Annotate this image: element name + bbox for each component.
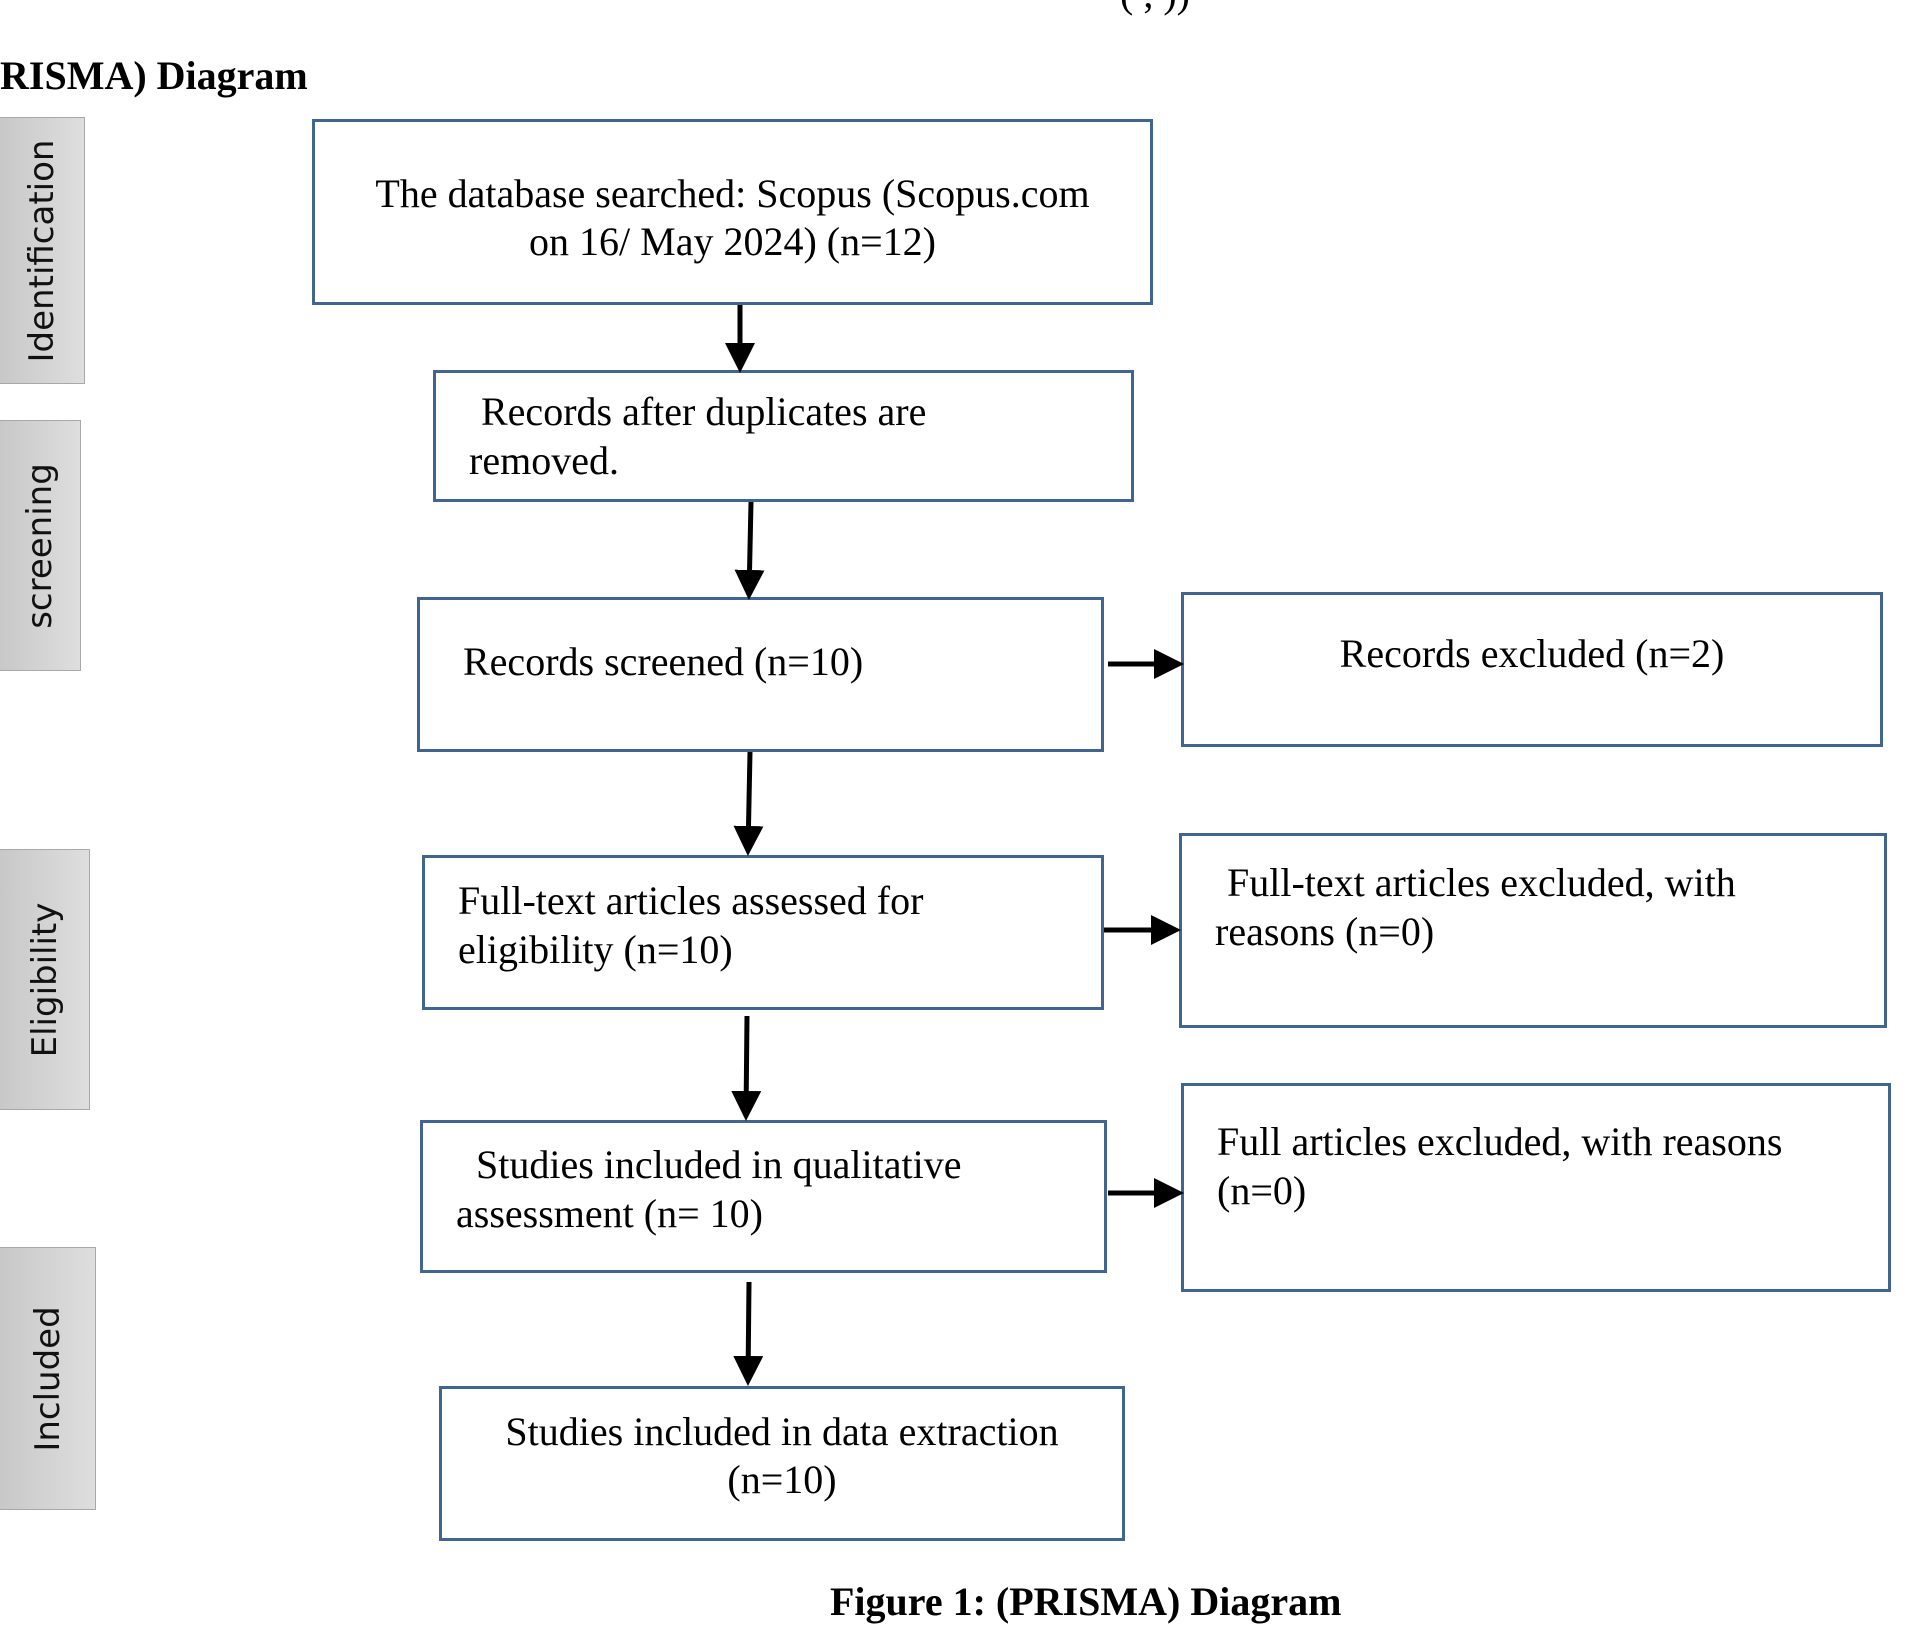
- box-fulltext-excluded-line1: Full-text articles excluded, with: [1227, 860, 1736, 905]
- box-records-after-duplicates: Records after duplicates are removed.: [433, 370, 1134, 502]
- phase-eligibility: Eligibility: [0, 849, 90, 1110]
- box-fulltext-assessed-line1: Full-text articles assessed for: [458, 878, 924, 923]
- box-data-extraction-line1: Studies included in data extraction: [505, 1409, 1059, 1454]
- phase-included: Included: [0, 1247, 96, 1510]
- box-qualitative-assessment-line1: Studies included in qualitative: [476, 1142, 962, 1187]
- diagram-heading: RISMA) Diagram: [0, 53, 308, 98]
- box-fulltext-excluded-line2: reasons (n=0): [1215, 909, 1435, 954]
- box-records-excluded: Records excluded (n=2): [1181, 592, 1883, 747]
- box-records-excluded-text: Records excluded (n=2): [1339, 631, 1725, 676]
- box-fulltext-assessed: Full-text articles assessed for eligibil…: [422, 855, 1104, 1010]
- box-records-screened-text: Records screened (n=10): [463, 639, 864, 684]
- box-database-searched-line1: The database searched: Scopus (Scopus.co…: [375, 171, 1090, 216]
- box-records-after-duplicates-line1: Records after duplicates are: [481, 389, 927, 434]
- box-full-articles-excluded-line1: Full articles excluded, with reasons: [1217, 1119, 1783, 1164]
- box-full-articles-excluded-line2: (n=0): [1217, 1168, 1307, 1213]
- box-data-extraction-line2: (n=10): [727, 1457, 837, 1502]
- box-fulltext-assessed-line2: eligibility (n=10): [458, 927, 733, 972]
- box-qualitative-assessment-line2: assessment (n= 10): [456, 1191, 763, 1236]
- box-records-screened: Records screened (n=10): [417, 597, 1104, 752]
- box-full-articles-excluded: Full articles excluded, with reasons (n=…: [1181, 1083, 1891, 1292]
- arrow-duplicates-to-screened: [734, 501, 765, 600]
- box-database-searched: The database searched: Scopus (Scopus.co…: [312, 119, 1153, 305]
- clipped-top-text: ( , )): [1120, 0, 1190, 17]
- box-qualitative-assessment: Studies included in qualitative assessme…: [420, 1120, 1107, 1273]
- phase-identification: Identification: [0, 117, 85, 384]
- box-data-extraction: Studies included in data extraction (n=1…: [439, 1386, 1125, 1541]
- phase-screening: screening: [0, 420, 81, 671]
- arrow-qualitative-to-extraction: [733, 1281, 764, 1386]
- box-records-after-duplicates-line2: removed.: [469, 438, 619, 483]
- arrow-screened-to-fulltext: [733, 751, 764, 856]
- figure-caption: Figure 1: (PRISMA) Diagram: [830, 1579, 1342, 1624]
- arrow-fulltext-to-qualitative: [731, 1015, 762, 1121]
- box-database-searched-line2: on 16/ May 2024) (n=12): [529, 219, 936, 264]
- box-fulltext-excluded: Full-text articles excluded, with reason…: [1179, 833, 1887, 1028]
